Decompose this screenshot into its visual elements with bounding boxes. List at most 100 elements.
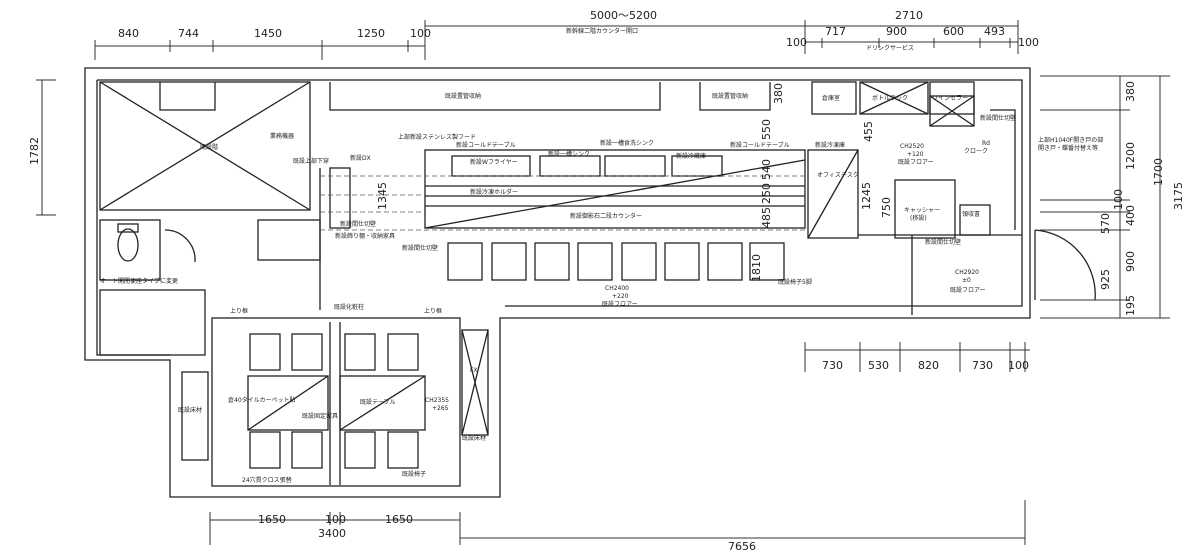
label-cold-table2: 新設冷蔵庫	[676, 152, 706, 160]
label-counter-main: 新設御影石二段カウンター	[570, 212, 642, 220]
label-office-desk: オフィスデスク	[817, 171, 859, 179]
label-cashier-b: (移設)	[910, 214, 927, 222]
dim-top-right-100b: 100	[1018, 36, 1039, 49]
label-fx: FX	[470, 367, 478, 374]
label-above-shelf2: 上り框	[424, 307, 442, 315]
label-ch2520-b: +120	[907, 151, 924, 158]
dim-top-right-900: 900	[886, 25, 907, 38]
label-ch2520: CH2520	[900, 143, 924, 150]
dim-top-right-total: 2710	[895, 9, 923, 22]
dim-top-right-600: 600	[943, 25, 964, 38]
dim-right-900: 900	[1124, 251, 1137, 272]
label-left-counter: 新設飾り棚・収納家具	[335, 232, 395, 240]
label-wine-cellar: ワインセラー	[932, 95, 968, 102]
label-ch2400-b: +220	[612, 293, 629, 300]
label-entrance: 上部H1040F開き戸の部	[1038, 136, 1103, 144]
dim-top-right-100a: 100	[786, 36, 807, 49]
dim-top-744: 744	[178, 27, 199, 40]
label-fixed-furniture: 既設固定家具	[302, 412, 338, 420]
label-floor-b: 既設フロアー	[950, 286, 986, 294]
label-ch2920: CH2920	[955, 269, 979, 276]
label-stair: 既設階	[200, 143, 218, 151]
dim-bottom-right-730b: 730	[972, 359, 993, 372]
label-bottom-note: 24穴貫クロス張替	[242, 476, 292, 484]
dim-top-center-span: 5000～5200	[590, 9, 657, 22]
dim-right-400: 400	[1124, 205, 1137, 226]
dim-bottom-1650b: 1650	[385, 513, 413, 526]
label-ceiling-equip: 業務機器	[270, 132, 294, 140]
label-partition: 新設間仕切壁	[340, 220, 376, 228]
dim-inner-540: 540	[760, 159, 773, 180]
dim-bottom-1650a: 1650	[258, 513, 286, 526]
dim-inner-455: 455	[862, 121, 875, 142]
dim-bottom-right-100: 100	[1008, 359, 1029, 372]
dim-inner-1345: 1345	[376, 182, 389, 210]
label-existing-chair: 既設椅子	[402, 470, 426, 478]
dim-bottom-right-730a: 730	[822, 359, 843, 372]
label-entrance2: 開き戸・蝶番付替え等	[1038, 144, 1098, 152]
dim-bottom-right-530: 530	[868, 359, 889, 372]
label-existing-mat: 既設床材	[178, 406, 202, 414]
label-cloak: クローク	[964, 148, 988, 155]
dim-inner-1245: 1245	[860, 182, 873, 210]
label-cold-table3: 新設コールドテーブル	[730, 141, 790, 149]
label-counter-top: 新設冷凍ホルダー	[470, 188, 518, 196]
label-office-div: 新設間仕切壁	[980, 114, 1016, 122]
label-cashier: キャッシャー	[904, 207, 940, 214]
label-cold-box: 新設冷凍庫	[815, 141, 845, 149]
dim-inner-380: 380	[772, 83, 785, 104]
dim-right-1700: 1700	[1152, 158, 1165, 186]
dim-bottom-3400: 3400	[318, 527, 346, 540]
label-existing-mat2: 既設床材	[462, 434, 486, 442]
label-existing-panel: 既設上部下穿	[293, 157, 329, 165]
label-ch2355-b: +265	[432, 405, 449, 412]
label-ch2355: CH2355	[425, 397, 449, 404]
label-toilet-note: オート開閉便座タイプに変更	[100, 277, 178, 285]
dim-bottom-100: 100	[325, 513, 346, 526]
dim-right-100: 100	[1112, 189, 1125, 210]
dim-left-1782: 1782	[28, 137, 41, 165]
dim-bottom-right-820: 820	[918, 359, 939, 372]
dim-top-1450: 1450	[254, 27, 282, 40]
dim-bottom-7656: 7656	[728, 540, 756, 553]
label-carpet: 倉40タイルカーペット貼	[228, 396, 295, 404]
label-partition3: 新設間仕切壁	[925, 238, 961, 246]
label-cloak-rb: Rd	[982, 140, 990, 147]
label-top-center-note: 新幹線二階カウンター開口	[566, 27, 638, 35]
label-ceiling-arch: 既設化粧柱	[334, 303, 364, 311]
label-receipt: 領収書	[962, 210, 980, 218]
dim-top-100: 100	[410, 27, 431, 40]
label-top-right-note: ドリンクサービス	[866, 44, 914, 52]
dim-inner-1810: 1810	[750, 254, 763, 282]
label-cold-table: 新設コールドテーブル	[456, 141, 516, 149]
label-floor-c: 既設フロアー	[602, 300, 638, 308]
label-store-room: 倉庫室	[822, 94, 840, 102]
dim-right-570: 570	[1099, 213, 1112, 234]
dim-top-right-493: 493	[984, 25, 1005, 38]
label-fryer: 新設Wフライヤー	[470, 158, 518, 166]
dim-right-925: 925	[1099, 269, 1112, 290]
label-bottle-rack: ボトルラック	[872, 94, 908, 102]
label-table: 既設テーブル	[360, 398, 396, 406]
label-above-shelf: 上り框	[230, 307, 248, 315]
dim-right-3175: 3175	[1172, 182, 1185, 210]
dim-top-840: 840	[118, 27, 139, 40]
dim-right-195: 195	[1124, 295, 1137, 316]
label-top-storage2: 既設置管収納	[712, 92, 748, 100]
label-top-storage: 既設置管収納	[445, 92, 481, 100]
label-existing-dx: 新設DX	[350, 154, 371, 162]
label-ch2920-b: ±0	[962, 277, 971, 284]
dim-right-380: 380	[1124, 81, 1137, 102]
label-hood: 上部新設ステンレス製フード	[398, 133, 476, 141]
label-ch2400: CH2400	[605, 285, 629, 292]
label-chair: 既設椅子5脚	[778, 278, 812, 286]
dim-inner-485: 485	[760, 207, 773, 228]
label-sink2: 新設一槽食洗シンク	[600, 139, 654, 147]
dim-right-1200: 1200	[1124, 142, 1137, 170]
label-sink1: 新設一槽シンク	[548, 150, 590, 158]
dim-inner-550: 550	[760, 119, 773, 140]
label-partition2: 新設間仕切壁	[402, 244, 438, 252]
label-floor-a: 既設フロアー	[898, 158, 934, 166]
dim-top-right-717: 717	[825, 25, 846, 38]
